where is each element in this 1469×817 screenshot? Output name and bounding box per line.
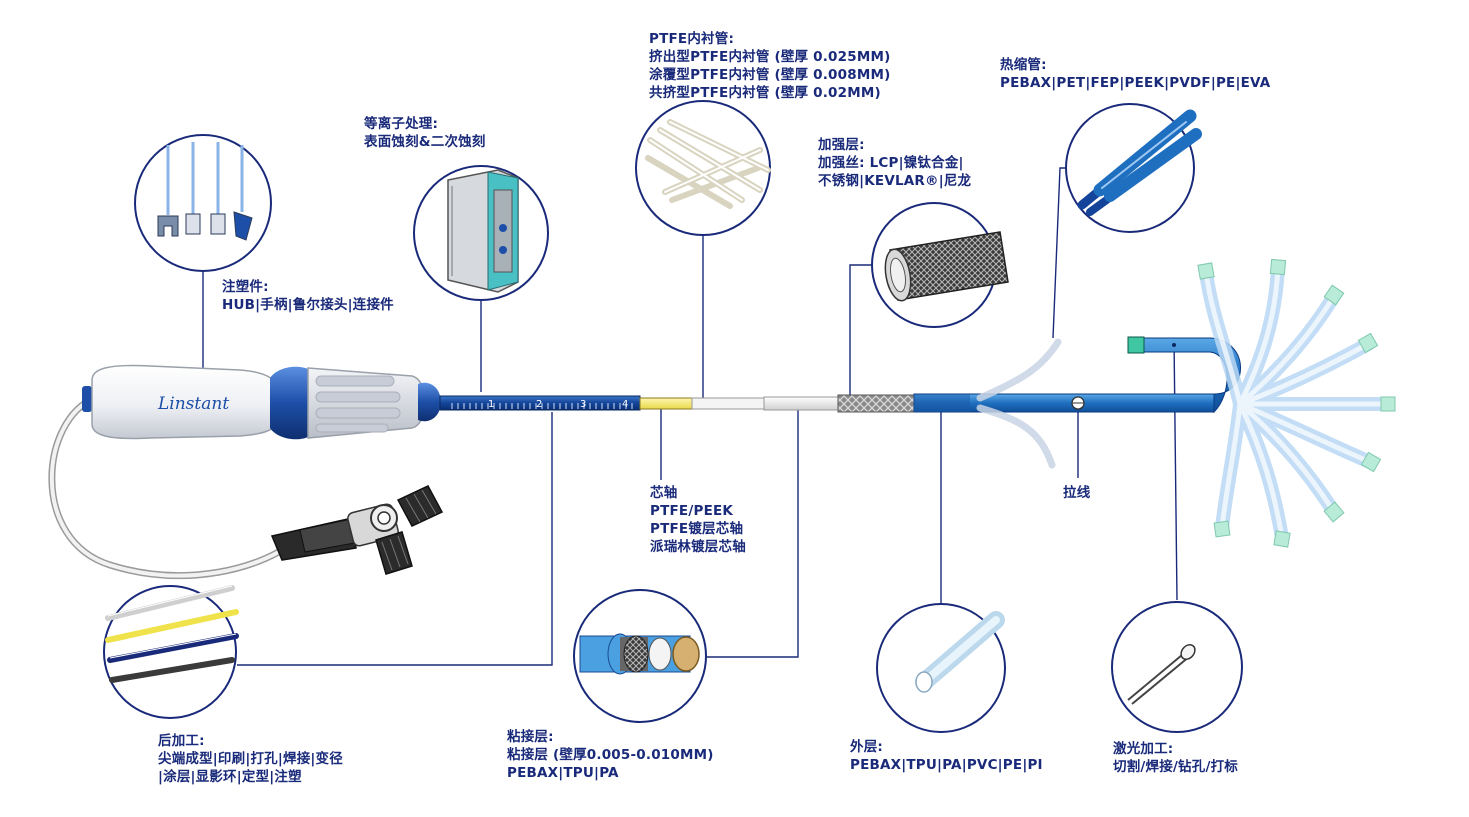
brand-logo: Linstant [157,394,229,414]
label-reinforce-title: 加强层: [818,137,865,153]
label-plasma-line1: 表面蚀刻&二次蚀刻 [364,134,486,150]
label-adhesive-line2: PEBAX|TPU|PA [507,765,619,781]
label-ptfe-title: PTFE内衬管: [649,31,735,47]
label-reinforce-line1: 加强丝: LCP|镍钛合金| [818,155,964,171]
label-reinforce-line2: 不锈钢|KEVLAR®|尼龙 [818,173,972,189]
label-post-line1: 尖端成型|印刷|打孔|焊接|变径 [158,751,343,767]
label-ptfe-line3: 共挤型PTFE内衬管 (壁厚 0.02MM) [649,85,881,101]
label-adhesive-title: 粘接层: [507,729,554,745]
callout-braid-reinforcement [871,202,1009,328]
callout-heat-shrink [1065,103,1202,233]
shaft-ruler-ticks [451,403,633,409]
shaft-mark-4: 4 [622,399,628,410]
label-mandrel-line3: 派瑞林镀层芯轴 [650,539,746,555]
label-reinforcement: 加强层: 加强丝: LCP|镍钛合金| 不锈钢|KEVLAR®|尼龙 [818,136,971,190]
label-ptfe-line1: 挤出型PTFE内衬管 (壁厚 0.025MM) [649,49,891,65]
label-plasma-title: 等离子处理: [364,116,439,132]
label-pull-wire: 拉线 [1063,484,1090,502]
label-heat-shrink-line1: PEBAX|PET|FEP|PEEK|PVDF|PE|EVA [1000,75,1271,91]
callout-outer-layer [876,603,1006,733]
shaft-mark-1: 1 [488,399,494,410]
label-injection-line1: HUB|手柄|鲁尔接头|连接件 [222,297,394,313]
label-mandrel: 芯轴 PTFE/PEEK PTFE镀层芯轴 派瑞林镀层芯轴 [650,484,746,556]
callout-adhesive-layers [573,589,707,723]
callout-injection-parts [134,134,272,272]
shaft-mark-labels: 1 2 3 4 [488,399,628,410]
extension-tube [48,394,444,580]
label-laser-title: 激光加工: [1113,741,1174,757]
callout-post-processing [103,585,239,719]
label-mandrel-title: 芯轴 [650,485,678,501]
label-outer-line1: PEBAX|TPU|PA|PVC|PE|PI [850,757,1043,773]
catheter-handle [82,364,440,440]
catheter-shaft [439,336,1241,414]
leader-lines [202,167,1178,666]
label-laser-line1: 切割/焊接/钻孔/打标 [1113,759,1238,775]
label-heat-shrink: 热缩管: PEBAX|PET|FEP|PEEK|PVDF|PE|EVA [1000,56,1270,92]
label-mandrel-line2: PTFE镀层芯轴 [650,521,744,537]
label-post-title: 后加工: [158,733,205,749]
shaft-mark-2: 2 [536,399,542,410]
label-injection-parts: 注塑件: HUB|手柄|鲁尔接头|连接件 [222,278,394,314]
label-post-processing: 后加工: 尖端成型|印刷|打孔|焊接|变径 |涂层|显影环|定型|注塑 [158,732,343,786]
label-outer-layer: 外层: PEBAX|TPU|PA|PVC|PE|PI [850,738,1043,774]
label-ptfe-liner: PTFE内衬管: 挤出型PTFE内衬管 (壁厚 0.025MM) 涂覆型PTFE… [649,30,890,102]
label-post-line2: |涂层|显影环|定型|注塑 [158,769,302,785]
label-plasma: 等离子处理: 表面蚀刻&二次蚀刻 [364,115,486,151]
heat-shrink-sleeve [976,338,1062,469]
label-adhesive-line1: 粘接层 (壁厚0.005-0.010MM) [507,747,714,763]
shaft-mark-3: 3 [580,399,586,410]
label-ptfe-line2: 涂覆型PTFE内衬管 (壁厚 0.008MM) [649,67,891,83]
deflectable-tip-fan [1199,261,1393,545]
callout-plasma-chamber [413,165,549,301]
label-laser: 激光加工: 切割/焊接/钻孔/打标 [1113,740,1238,776]
label-pull-wire-title: 拉线 [1063,485,1091,501]
tip-markers [1197,258,1396,548]
callout-laser-processing [1111,601,1243,733]
label-outer-title: 外层: [850,739,883,755]
callout-ptfe-liner [635,100,771,236]
label-heat-shrink-title: 热缩管: [1000,57,1047,73]
label-mandrel-line1: PTFE/PEEK [650,503,734,519]
label-injection-title: 注塑件: [222,279,269,295]
label-adhesive: 粘接层: 粘接层 (壁厚0.005-0.010MM) PEBAX|TPU|PA [507,728,714,782]
